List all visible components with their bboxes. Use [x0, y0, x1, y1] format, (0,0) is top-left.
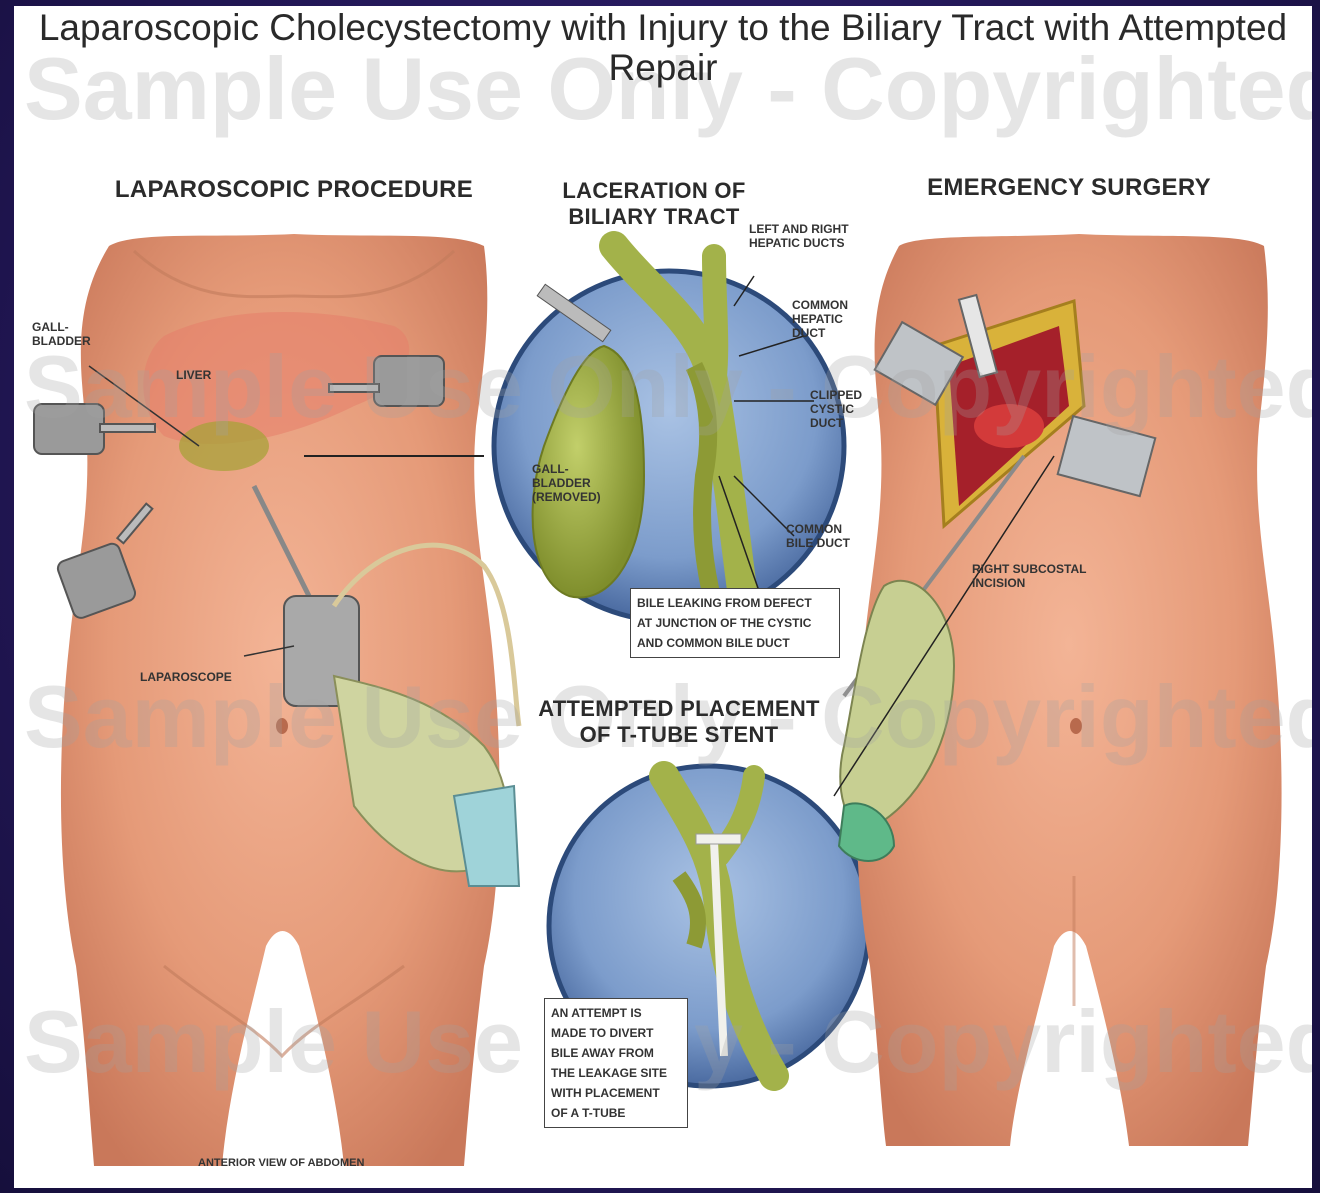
t-tube-note: AN ATTEMPT IS MADE TO DIVERT BILE AWAY F… — [544, 998, 688, 1128]
left-panel-heading: LAPAROSCOPIC PROCEDURE — [114, 176, 474, 204]
label-anterior-view: ANTERIOR VIEW OF ABDOMEN — [198, 1156, 364, 1170]
title-line-2: Repair — [14, 48, 1312, 88]
illustration-panel: Laparoscopic Cholecystectomy with Injury… — [14, 6, 1312, 1188]
label-liver: LIVER — [176, 368, 211, 382]
center-bottom-heading: ATTEMPTED PLACEMENT OF T-TUBE STENT — [534, 696, 824, 748]
label-common-hepatic: COMMON HEPATIC DUCT — [792, 298, 848, 340]
bile-leak-note: BILE LEAKING FROM DEFECT AT JUNCTION OF … — [630, 588, 840, 658]
right-panel-heading: EMERGENCY SURGERY — [914, 174, 1224, 202]
title-line-1: Laparoscopic Cholecystectomy with Injury… — [14, 8, 1312, 48]
label-hepatic-ducts: LEFT AND RIGHT HEPATIC DUCTS — [749, 222, 849, 250]
label-gallbladder: GALL- BLADDER — [32, 320, 91, 348]
label-common-bile: COMMON BILE DUCT — [786, 522, 850, 550]
gallbladder-shape — [179, 421, 269, 471]
center-top-heading: LACERATION OF BILIARY TRACT — [529, 178, 779, 230]
label-subcostal-incision: RIGHT SUBCOSTAL INCISION — [972, 562, 1086, 590]
right-torso — [839, 234, 1282, 1146]
label-laparoscope: LAPAROSCOPE — [140, 670, 232, 684]
page-title: Laparoscopic Cholecystectomy with Injury… — [14, 8, 1312, 88]
label-gallbladder-removed: GALL- BLADDER (REMOVED) — [532, 462, 601, 504]
label-clipped-cystic: CLIPPED CYSTIC DUCT — [810, 388, 862, 430]
